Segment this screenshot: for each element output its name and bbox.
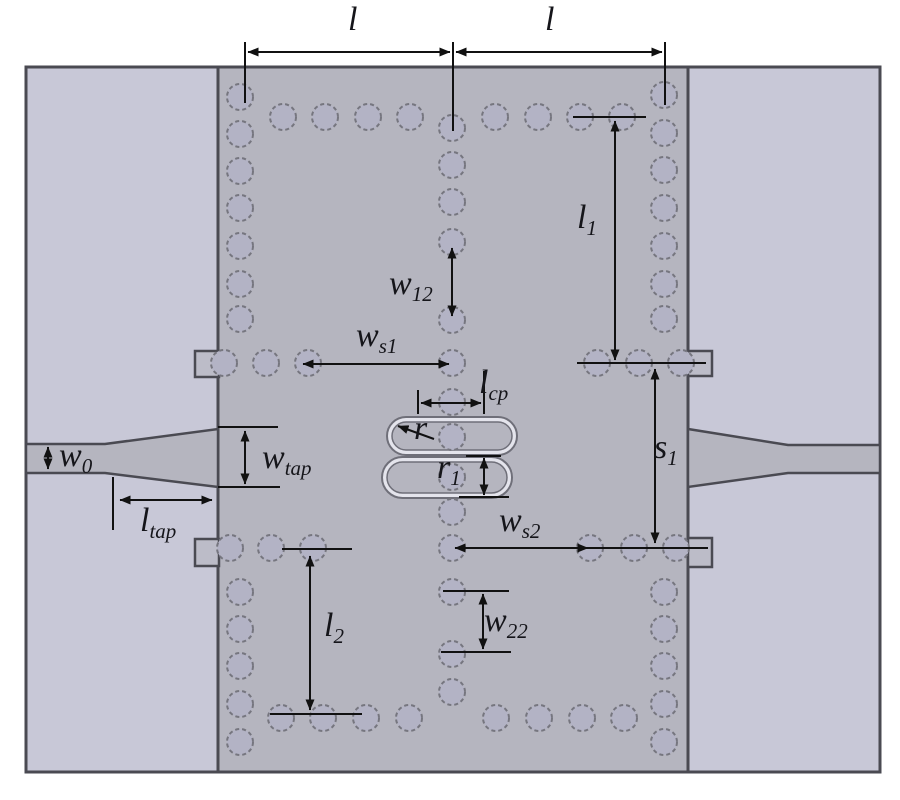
via-hole (257, 534, 285, 562)
dim-label-l-right: l (545, 1, 555, 38)
via-hole (438, 151, 466, 179)
via-hole (210, 349, 238, 377)
dim-label-l2: l2 (324, 607, 344, 648)
via-hole (226, 690, 254, 718)
via-hole (396, 103, 424, 131)
via-hole (226, 157, 254, 185)
via-hole (650, 270, 678, 298)
via-hole (226, 305, 254, 333)
dim-label-w0: w0 (59, 437, 93, 478)
tapered-feed-right (686, 427, 882, 489)
via-hole (438, 423, 466, 451)
via-hole (438, 228, 466, 256)
dimension-arrow (397, 425, 435, 440)
via-hole (650, 615, 678, 643)
substrate-panel-left (24, 65, 220, 774)
via-hole (438, 498, 466, 526)
via-hole (650, 578, 678, 606)
dim-label-r: r (414, 410, 428, 447)
dim-label-l1: l1 (577, 199, 597, 240)
dim-label-s1: s1 (654, 429, 678, 470)
via-hole (311, 103, 339, 131)
dim-label-ltap: ltap (140, 502, 177, 543)
dim-label-w12: w12 (389, 265, 433, 306)
dim-label-lcp: lcp (479, 364, 509, 405)
via-hole (226, 728, 254, 756)
via-hole (252, 349, 280, 377)
via-hole (524, 103, 552, 131)
via-hole (568, 704, 596, 732)
via-hole (650, 690, 678, 718)
dim-label-l-left: l (348, 1, 358, 38)
via-hole (226, 194, 254, 222)
via-hole (438, 678, 466, 706)
dim-label-wtap: wtap (262, 439, 312, 480)
via-hole (395, 704, 423, 732)
via-hole (650, 305, 678, 333)
via-hole (309, 704, 337, 732)
via-hole (438, 463, 466, 491)
dim-label-ws2: ws2 (499, 502, 541, 543)
via-hole (650, 652, 678, 680)
via-hole (226, 270, 254, 298)
via-hole (650, 119, 678, 147)
via-hole (216, 534, 244, 562)
via-hole (352, 704, 380, 732)
dim-label-r1: r1 (437, 449, 461, 490)
via-hole (438, 306, 466, 334)
via-hole (481, 103, 509, 131)
via-hole (267, 704, 295, 732)
dim-label-ws1: ws1 (356, 317, 398, 358)
via-hole (226, 232, 254, 260)
via-hole (650, 194, 678, 222)
via-hole (269, 103, 297, 131)
via-hole (482, 704, 510, 732)
via-hole (650, 728, 678, 756)
edge-notch (686, 536, 714, 569)
via-hole (226, 120, 254, 148)
via-hole (650, 156, 678, 184)
via-hole (354, 103, 382, 131)
via-hole (650, 232, 678, 260)
via-hole (226, 615, 254, 643)
via-hole (226, 652, 254, 680)
via-hole (226, 83, 254, 111)
substrate-panel-right (686, 65, 882, 774)
via-hole (438, 349, 466, 377)
via-hole (438, 640, 466, 668)
via-hole (610, 704, 638, 732)
dim-label-w22: w22 (484, 602, 528, 643)
via-hole (438, 188, 466, 216)
via-hole (525, 704, 553, 732)
edge-notch (193, 537, 221, 568)
via-hole (226, 578, 254, 606)
